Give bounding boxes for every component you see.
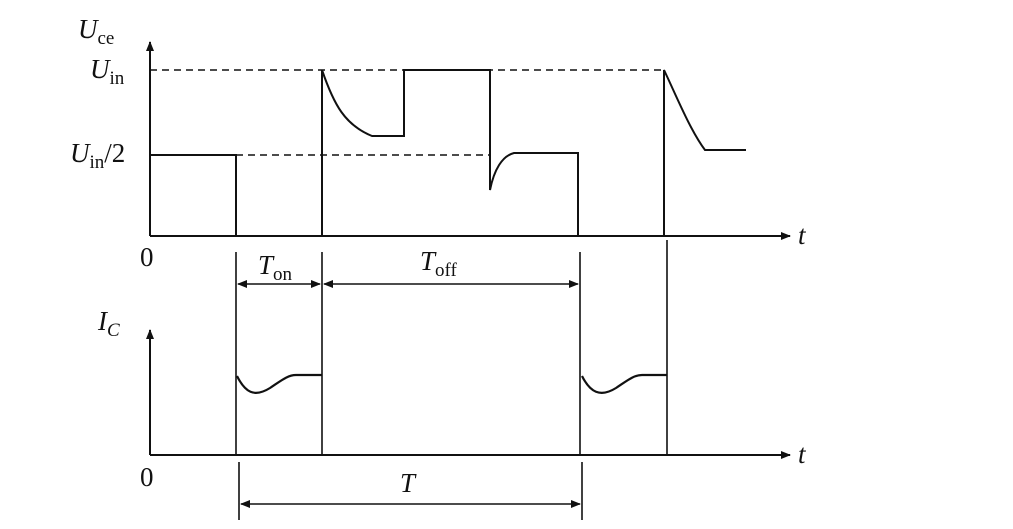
uin-level-label: Uin xyxy=(90,54,125,89)
uce-axis-label: Uce xyxy=(78,14,115,49)
top-origin-label: 0 xyxy=(140,242,154,272)
period-label: T xyxy=(400,468,416,498)
toff-label: Toff xyxy=(420,246,457,281)
bottom-origin-label: 0 xyxy=(140,462,154,492)
ton-label: Ton xyxy=(258,250,293,285)
ic-pulse-2 xyxy=(581,373,667,394)
uce-waveform xyxy=(150,69,746,237)
uin-half-level-label: Uin/2 xyxy=(70,138,126,173)
bottom-time-label: t xyxy=(798,439,806,469)
top-time-label: t xyxy=(798,220,806,250)
ic-pulse-1 xyxy=(236,373,322,394)
ic-axis-label: IC xyxy=(98,306,120,341)
